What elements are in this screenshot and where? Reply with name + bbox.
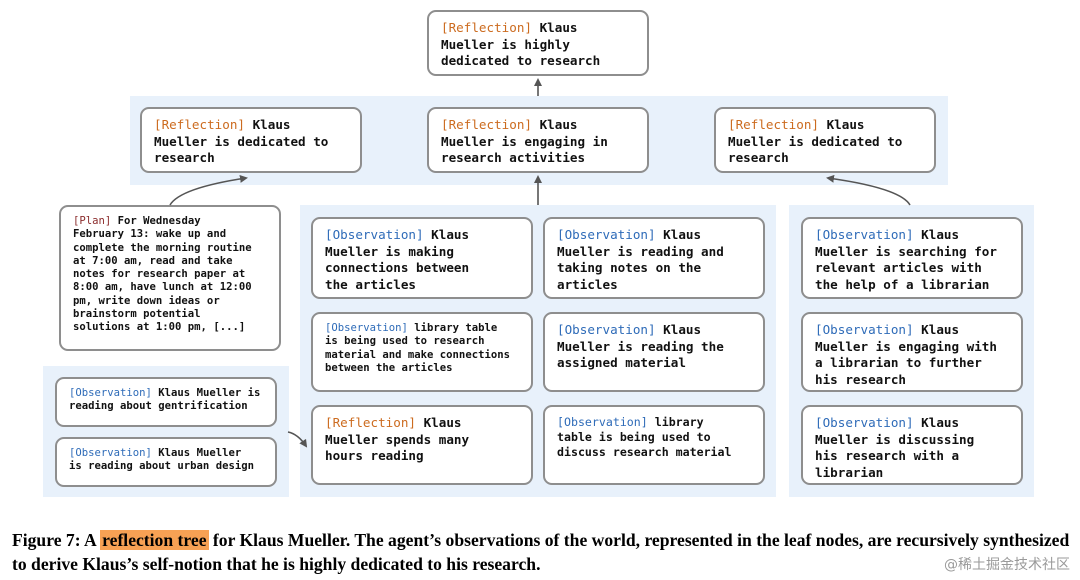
node-text: Klaus Mueller is discussing his research… [815, 415, 975, 480]
node-text: Klaus Mueller is engaging in research ac… [441, 117, 608, 165]
node-text: library table is being used to discuss r… [557, 415, 732, 459]
node-text: Klaus Mueller is reading about gentrific… [69, 387, 261, 413]
observation-urban-design-node: [Observation] Klaus Mueller is reading a… [55, 437, 277, 487]
node-tag: [Reflection] [154, 117, 245, 132]
node-text: Klaus Mueller is reading and taking note… [557, 227, 724, 292]
node-tag: [Reflection] [325, 415, 416, 430]
node-text: Klaus Mueller is engaging with a librari… [815, 322, 997, 387]
observation-connections-node: [Observation] Klaus Mueller is making co… [311, 217, 533, 299]
root-reflection-node: [Reflection] Klaus Mueller is highly ded… [427, 10, 649, 76]
observation-gentrification-node: [Observation] Klaus Mueller is reading a… [55, 377, 277, 427]
watermark-text: @稀土掘金技术社区 [944, 557, 1070, 573]
node-tag: [Observation] [69, 447, 152, 459]
node-tag: [Observation] [69, 387, 152, 399]
node-tag: [Observation] [815, 415, 914, 430]
node-tag: [Observation] [325, 227, 424, 242]
observation-discuss-material-node: [Observation] library table is being use… [543, 405, 765, 485]
node-text: Klaus Mueller is reading the assigned ma… [557, 322, 724, 370]
caption-highlight: reflection tree [100, 530, 209, 550]
observation-discussing-node: [Observation] Klaus Mueller is discussin… [801, 405, 1023, 485]
node-text: Klaus Mueller spends many hours reading [325, 415, 470, 463]
node-text: For Wednesday February 13: wake up and c… [73, 215, 252, 334]
node-text: Klaus Mueller is making connections betw… [325, 227, 470, 292]
figure-caption: Figure 7: A reflection tree for Klaus Mu… [12, 528, 1074, 576]
node-text: Klaus Mueller is reading about urban des… [69, 447, 254, 473]
caption-prefix: Figure 7: A [12, 530, 101, 550]
caption-suffix: for Klaus Mueller. The agent’s observati… [12, 530, 1070, 574]
observation-notes-node: [Observation] Klaus Mueller is reading a… [543, 217, 765, 299]
node-text: Klaus Mueller is searching for relevant … [815, 227, 997, 292]
node-tag: [Observation] [815, 227, 914, 242]
reflection-node-left: [Reflection] Klaus Mueller is dedicated … [140, 107, 362, 173]
node-tag: [Observation] [557, 322, 656, 337]
plan-node: [Plan] For Wednesday February 13: wake u… [59, 205, 281, 351]
observation-assigned-material-node: [Observation] Klaus Mueller is reading t… [543, 312, 765, 392]
node-text: Klaus Mueller is dedicated to research [728, 117, 903, 165]
node-tag: [Plan] [73, 215, 112, 227]
node-text: library table is being used to research … [325, 322, 510, 374]
node-tag: [Reflection] [441, 20, 532, 35]
node-text: Klaus Mueller is highly dedicated to res… [441, 20, 601, 68]
node-tag: [Observation] [557, 415, 648, 429]
observation-searching-node: [Observation] Klaus Mueller is searching… [801, 217, 1023, 299]
node-tag: [Observation] [815, 322, 914, 337]
reflection-node-right: [Reflection] Klaus Mueller is dedicated … [714, 107, 936, 173]
observation-library-table-node: [Observation] library table is being use… [311, 312, 533, 392]
node-tag: [Observation] [557, 227, 656, 242]
node-tag: [Reflection] [441, 117, 532, 132]
reflection-node-middle: [Reflection] Klaus Mueller is engaging i… [427, 107, 649, 173]
observation-librarian-node: [Observation] Klaus Mueller is engaging … [801, 312, 1023, 392]
node-tag: [Observation] [325, 322, 408, 334]
reflection-hours-reading-node: [Reflection] Klaus Mueller spends many h… [311, 405, 533, 485]
node-tag: [Reflection] [728, 117, 819, 132]
node-text: Klaus Mueller is dedicated to research [154, 117, 329, 165]
